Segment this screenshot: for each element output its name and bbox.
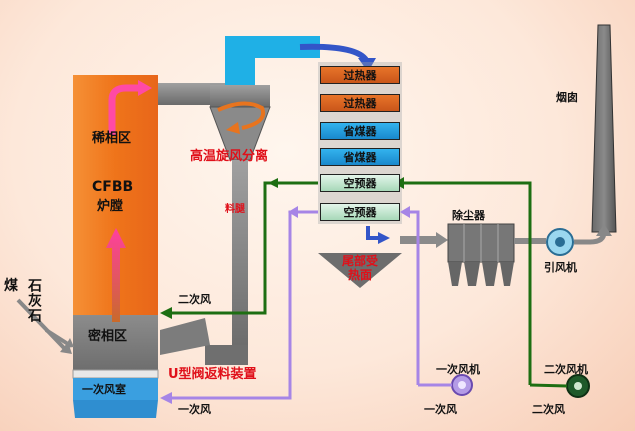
wind-box-bottom [73,400,158,418]
downcomer-label: 料腿 [225,204,245,215]
primary-air-inlet-label: 一次风 [178,403,211,416]
gas-curve-arrow [108,84,140,135]
economizer-1: 省煤器 [320,122,400,140]
dense-zone-label: 密相区 [88,329,128,344]
dust-collector-label: 除尘器 [452,209,485,222]
cyclone-cone [209,106,271,161]
primary-air-line-out [170,210,318,400]
secondary-air-inlet-label: 二次风 [178,293,211,306]
coal-label: 煤 [4,278,18,294]
tail-hopper [318,253,402,288]
limestone-label: 石灰石 [26,278,42,323]
distributor-plate [72,369,159,379]
u-seal-valve [205,345,248,365]
furnace-dense-zone [73,315,158,370]
tail-hopper-label: 尾部受热面 [341,254,378,282]
secondary-air-line-in [402,181,532,385]
flow-into-tail-arrow [358,58,376,72]
wind-box [73,378,158,400]
id-fan-label: 引风机 [544,261,577,274]
air-preheater-1: 空预器 [320,174,400,192]
furnace-name-line2: 炉膛 [97,199,124,214]
cyclone-label: 高温旋风分离 [190,149,269,164]
air-preheater-2: 空预器 [320,203,400,221]
dilute-zone-label: 稀相区 [92,131,132,146]
cyclone-downcomer [232,160,248,355]
secondary-fan-outlet-label: 二次风 [532,403,565,416]
u-valve-label: U型阀返料装置 [168,367,257,382]
superheater-2: 过热器 [320,94,400,112]
cyclone-outlet-duct [225,36,320,58]
wind-box-label: 一次风室 [82,383,126,396]
superheater-1: 过热器 [320,66,400,84]
secondary-fan-label: 二次风机 [544,363,588,376]
chimney-label: 烟囱 [556,91,578,104]
economizer-2: 省煤器 [320,148,400,166]
furnace-name-line1: CFBB [92,179,134,195]
chimney-shape [591,24,617,233]
primary-fan-label: 一次风机 [436,363,480,376]
return-leg [160,318,210,355]
cyclone-top [210,85,270,107]
gas-up-arrow [106,228,126,322]
primary-fan-outlet-label: 一次风 [424,403,457,416]
secondary-air-line-out [170,181,318,315]
